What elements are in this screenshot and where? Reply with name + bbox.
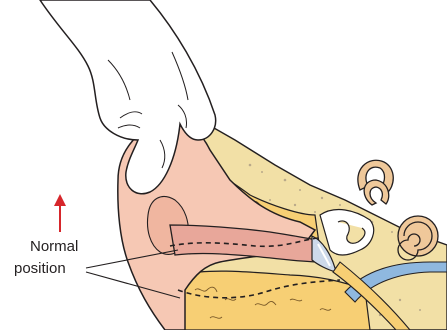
callout-label-normal: Normal — [30, 236, 78, 258]
semicircular-canals — [358, 160, 393, 205]
callout-label-position: position — [14, 258, 66, 280]
up-arrow-icon — [54, 194, 66, 232]
